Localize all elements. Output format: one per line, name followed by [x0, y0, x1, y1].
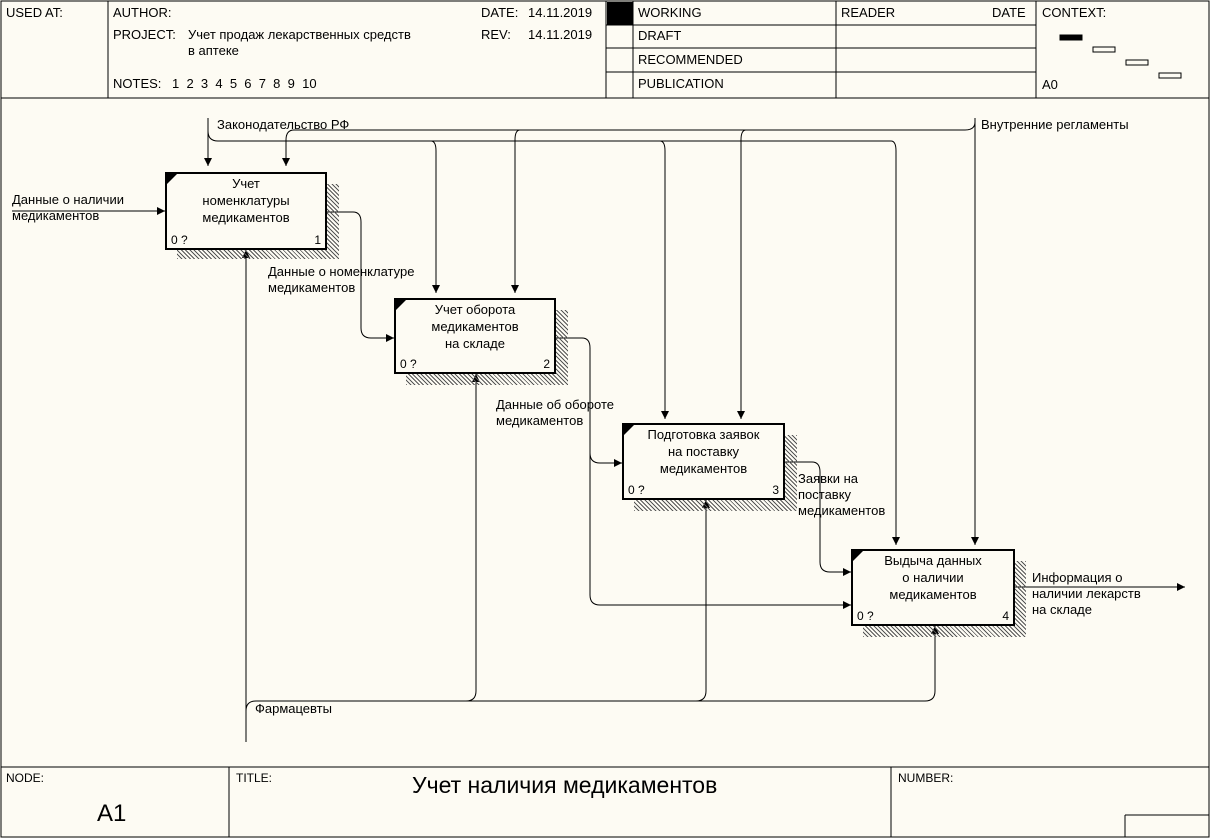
activity-box-1[interactable]: Учет номенклатуры медикаментов 0 ? 1 [165, 172, 327, 250]
box-corner-mark [167, 174, 177, 184]
label-input-data: Данные о наличии медикаментов [12, 192, 124, 223]
context-node: A0 [1042, 77, 1058, 92]
status-working: WORKING [638, 5, 702, 20]
activity-cost: 0 ? [171, 233, 188, 247]
project-value: Учет продаж лекарственных средств в апте… [188, 27, 411, 58]
arrow-turnover-to-3 [556, 337, 622, 467]
activity-label: Выдыча данных о наличии медикаментов [884, 553, 982, 602]
date-value: 14.11.2019 [528, 5, 593, 20]
arrow-pharm-to-2 [465, 374, 480, 702]
activity-label: Учет номенклатуры медикаментов [202, 176, 290, 225]
context-thumbnail [1059, 34, 1182, 79]
box-corner-mark [396, 300, 406, 310]
activity-number: 1 [314, 233, 321, 247]
node-label: NODE: [6, 771, 45, 785]
activity-cost: 0 ? [628, 483, 645, 497]
label-pharmacists: Фармацевты [255, 701, 332, 716]
activity-number: 4 [1002, 609, 1009, 623]
activity-number: 3 [772, 483, 779, 497]
activity-box-2[interactable]: Учет оборота медикаментов на складе 0 ? … [394, 298, 556, 374]
activity-label: Учет оборота медикаментов на складе [431, 302, 519, 351]
diagram-arrows [12, 118, 1185, 742]
activity-box-4[interactable]: Выдыча данных о наличии медикаментов 0 ?… [851, 549, 1015, 626]
arrow-nomenclature [327, 211, 394, 342]
notes-label: NOTES: [113, 76, 162, 91]
activity-cost: 0 ? [857, 609, 874, 623]
label-requests: Заявки на поставку медикаментов [798, 471, 886, 518]
author-label: AUTHOR: [113, 5, 172, 20]
used-at-label: USED AT: [6, 5, 63, 20]
status-recommended: RECOMMENDED [638, 52, 743, 67]
title-label: TITLE: [236, 771, 273, 785]
label-turnover: Данные об обороте медикаментов [496, 397, 614, 428]
arrow-law-to-3 [659, 140, 669, 419]
arrow-pharm-to-3 [695, 500, 710, 702]
label-output: Информация о наличии лекарств на складе [1032, 570, 1141, 617]
reader-date-label: DATE [992, 5, 1026, 20]
label-internal: Внутренние регламенты [981, 117, 1129, 132]
arrow-pharm-branch [245, 626, 939, 712]
box-corner-mark [853, 551, 863, 561]
number-label: NUMBER: [898, 771, 954, 785]
rev-label: REV: [481, 27, 511, 42]
date-label: DATE: [481, 5, 519, 20]
arrow-internal-branch [282, 121, 976, 166]
arrow-law-to-2 [430, 140, 440, 293]
footer-grid [1, 766, 1209, 837]
activity-cost: 0 ? [400, 357, 417, 371]
context-label: CONTEXT: [1042, 5, 1107, 20]
activity-label: Подготовка заявок на поставку медикамент… [647, 427, 760, 476]
working-status-marker [607, 2, 633, 25]
project-label: PROJECT: [113, 27, 176, 42]
reader-label: READER [841, 5, 896, 20]
diagram-title: Учет наличия медикаментов [412, 772, 718, 798]
label-nomenclature: Данные о номенклатуре медикаментов [268, 264, 415, 295]
status-draft: DRAFT [638, 28, 682, 43]
activity-box-3[interactable]: Подготовка заявок на поставку медикамент… [622, 423, 785, 500]
activity-number: 2 [543, 357, 550, 371]
node-value: A1 [97, 800, 127, 827]
arrow-requests [785, 461, 851, 576]
arrow-internal-to-3 [737, 129, 747, 419]
box-corner-mark [624, 425, 634, 435]
arrow-internal-to-2 [511, 129, 521, 293]
rev-value: 14.11.2019 [528, 27, 593, 42]
label-law: Законодательство РФ [217, 117, 350, 132]
arrow-law-branch [207, 130, 900, 545]
notes-value: 1 2 3 4 5 6 7 8 9 10 [172, 76, 317, 91]
arrow-turnover-to-4 [589, 453, 851, 609]
status-publication: PUBLICATION [638, 76, 724, 91]
